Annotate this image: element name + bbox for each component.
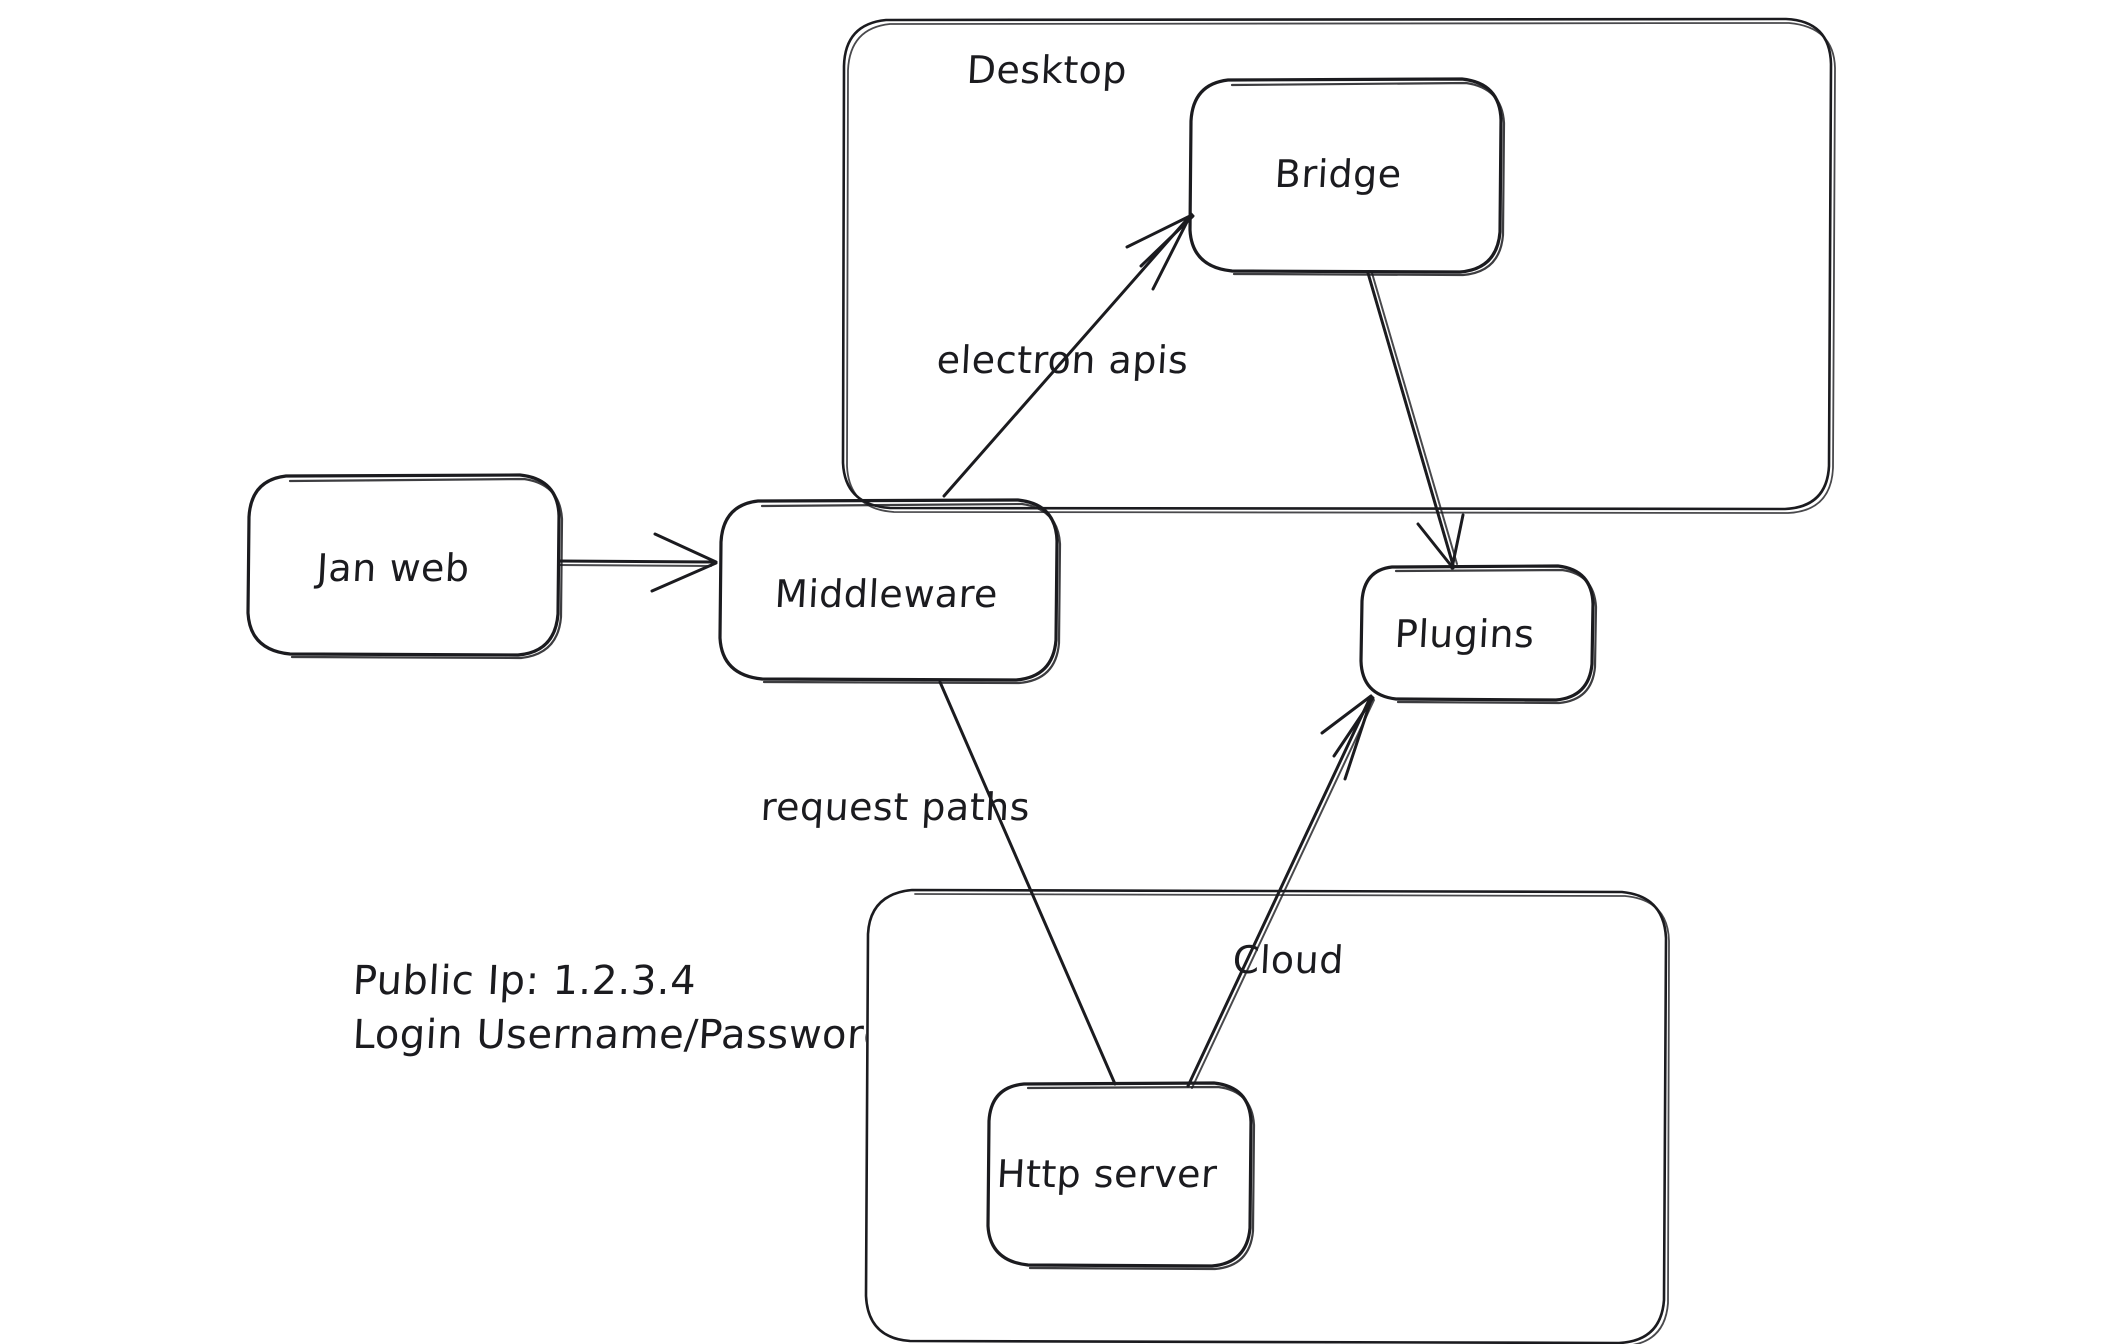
group-cloud-outline xyxy=(864,888,1670,1344)
notes-block: Public Ip: 1.2.3.4 Login Username/Passwo… xyxy=(354,958,866,1078)
node-jan-web-outline[interactable] xyxy=(246,473,564,660)
edge-middleware-to-http-server xyxy=(938,680,1117,1086)
edge-middleware-to-bridge xyxy=(942,212,1195,498)
node-plugins-outline[interactable] xyxy=(1359,564,1598,705)
group-desktop-outline xyxy=(841,17,1836,514)
edge-bridge-to-plugins xyxy=(1366,271,1465,570)
node-http-server-outline[interactable] xyxy=(986,1081,1256,1271)
node-bridge-outline[interactable] xyxy=(1188,77,1506,277)
edge-http-server-to-plugins xyxy=(1186,694,1375,1089)
note-line-public-ip: Public Ip: 1.2.3.4 xyxy=(354,958,698,1004)
note-line-login: Login Username/Password xyxy=(354,1012,866,1058)
edge-janweb-to-middleware xyxy=(557,532,718,593)
node-middleware-outline[interactable] xyxy=(718,498,1062,685)
